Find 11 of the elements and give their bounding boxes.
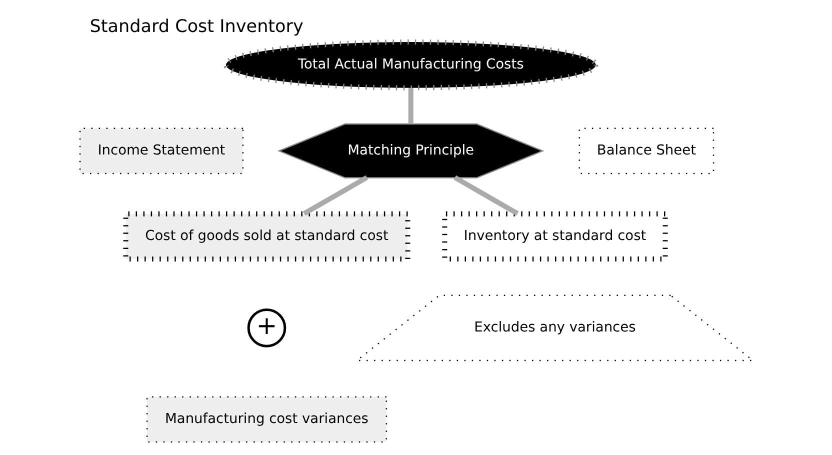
node-box: Balance Sheet — [578, 128, 714, 174]
node-circle: + — [246, 308, 286, 348]
node-box: Income Statement — [78, 128, 244, 174]
node-box: Manufacturing cost variances — [146, 396, 387, 443]
node-box: Inventory at standard cost — [442, 211, 668, 262]
node-box: Cost of goods sold at standard cost — [122, 211, 410, 262]
node-ellipse: Total Actual Manufacturing Costs — [222, 40, 598, 90]
connector — [408, 88, 413, 124]
connector — [302, 175, 368, 216]
connector — [453, 175, 518, 216]
diagram-title: Standard Cost Inventory — [89, 17, 303, 38]
